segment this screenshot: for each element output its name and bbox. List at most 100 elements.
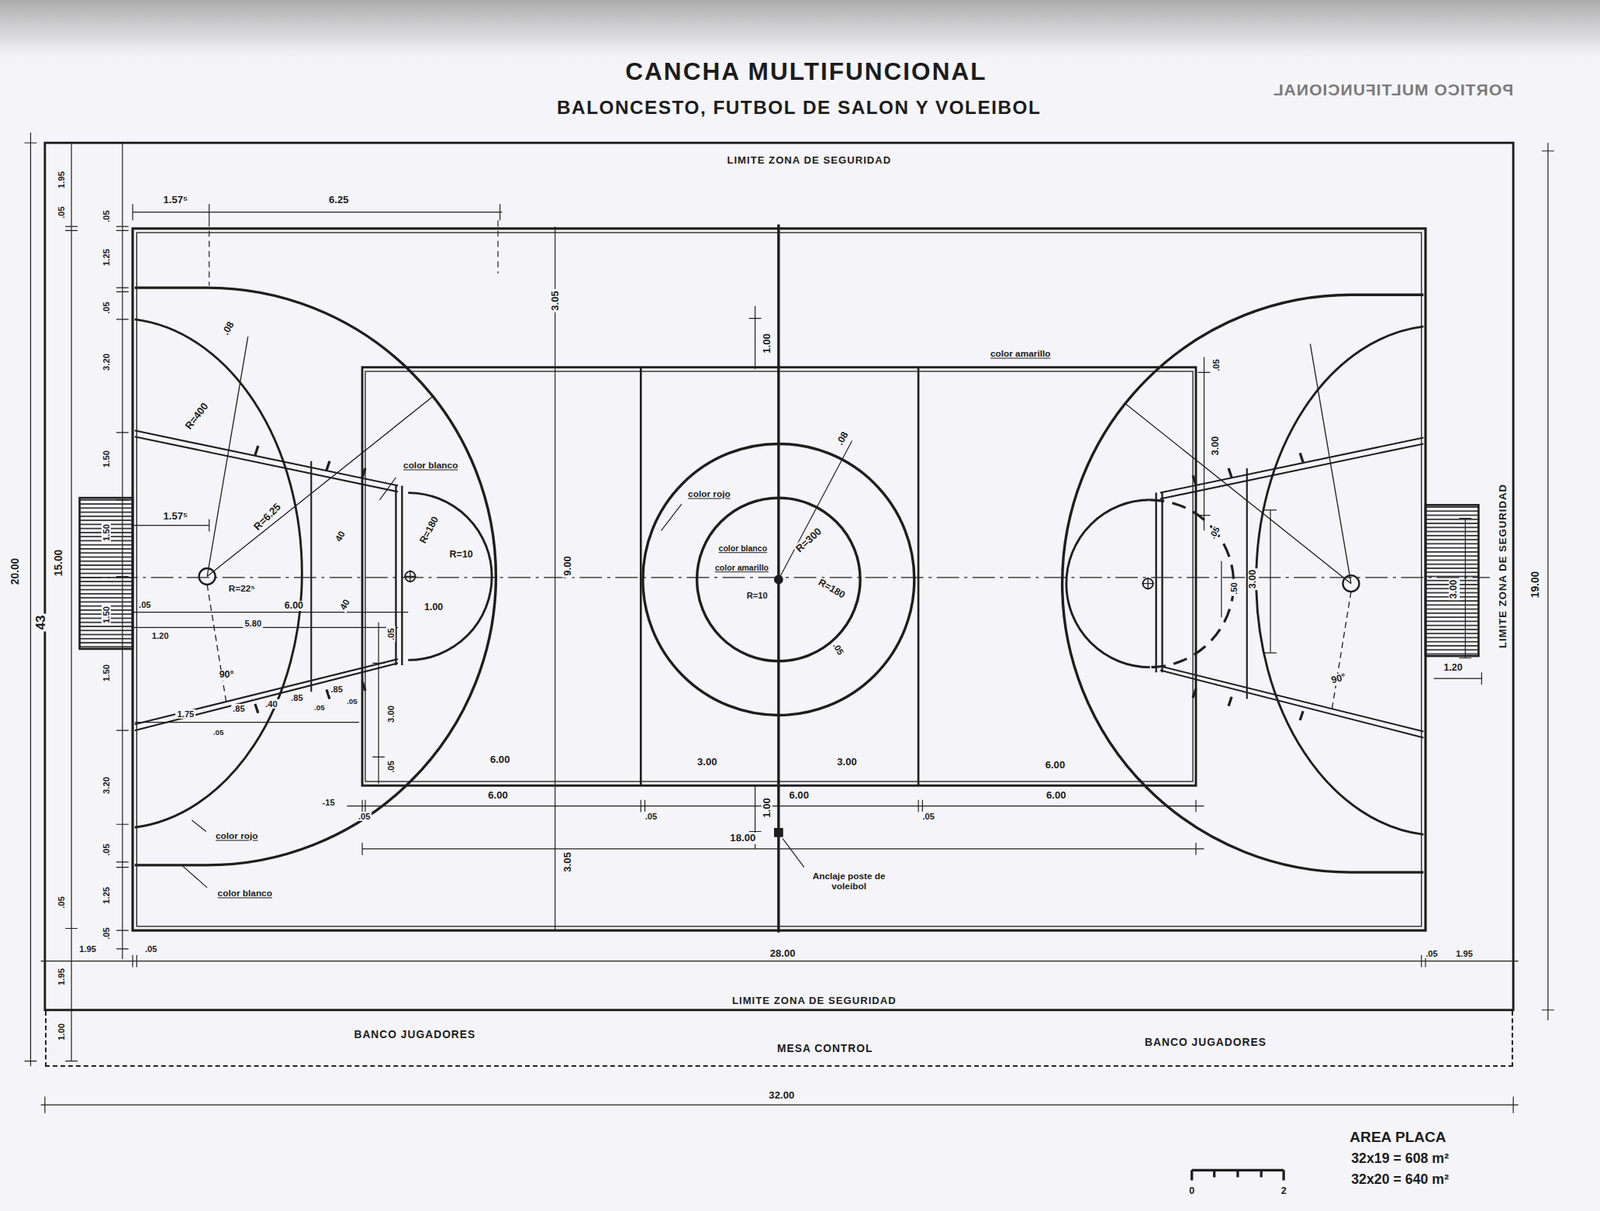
dimension-label: .08 [219, 318, 238, 339]
dimension-label: 1.57⁵ [161, 511, 190, 522]
area-value: 32x20 = 640 m² [1349, 1172, 1451, 1189]
three-point-line [134, 287, 497, 866]
dimension-label: .05 [356, 811, 373, 821]
dimension-lines [24, 132, 1555, 1181]
dimension-label: 3.05 [549, 289, 561, 313]
leader-line [181, 440, 852, 888]
dimension-label: 32.00 [767, 1090, 796, 1102]
dimension-label: 1.95 [56, 169, 66, 191]
basketball-half [79, 287, 497, 866]
dimension-label: .05 [312, 704, 327, 713]
dimension-line [1541, 142, 1555, 1021]
dimension-line [554, 226, 556, 931]
dimension-label: 90° [1328, 672, 1349, 688]
volleyball-anchor [774, 829, 784, 838]
dimension-label: 1.57⁵ [161, 194, 190, 206]
attack-lines [640, 367, 919, 787]
right-angle-line [207, 584, 227, 705]
dimension-label: 43 [33, 613, 49, 632]
dimension-label: 1.50 [101, 604, 111, 626]
red-arc [134, 319, 303, 828]
dimension-label: .05 [830, 639, 847, 658]
dimension-label: 6.00 [283, 601, 305, 612]
dimension-label: 3.20 [101, 775, 111, 796]
dimension-label: .05 [643, 811, 660, 821]
dimension-line [362, 843, 1204, 856]
dimension-label: .85 [231, 704, 247, 714]
axis-line [79, 577, 1490, 578]
dimension-label: .05 [1423, 949, 1440, 959]
dimension-label: 1.20 [1441, 663, 1464, 674]
dimension-label: 5.80 [242, 618, 263, 629]
scale-number: 2 [1279, 1186, 1289, 1198]
dimension-line [346, 800, 1204, 813]
dimension-label: .05 [143, 943, 159, 954]
dimension-label: 90° [217, 670, 236, 681]
bench-label: MESA CONTROL [775, 1043, 875, 1055]
color-note: color blanco [717, 544, 770, 554]
dimension-label: 6.25 [327, 194, 351, 206]
dimension-label: 3.20 [101, 352, 111, 373]
dimension-label: R=400 [182, 399, 212, 433]
bench-strip: BANCO JUGADORES MESA CONTROL BANCO JUGADOR… [44, 1011, 1514, 1068]
center-circle-inner [697, 497, 861, 662]
volleyball-court [362, 367, 1196, 787]
dimension-label: 3.00 [835, 756, 859, 768]
dimension-label: 3.00 [1210, 435, 1222, 457]
center-cross [404, 570, 417, 584]
area-heading: AREA PLACA [1347, 1128, 1448, 1145]
dimension-label: .05 [101, 300, 111, 317]
bench-label: BANCO JUGADORES [1143, 1036, 1269, 1049]
dimension-label: 1.95 [56, 967, 66, 989]
dimension-label: R=10 [448, 549, 475, 561]
volleyball-court-inner [365, 371, 1193, 782]
dimension-label: R=180 [815, 577, 849, 602]
dimension-label: .05 [921, 811, 937, 821]
area-value: 32x19 = 608 m² [1349, 1151, 1451, 1168]
dimension-label: .05 [386, 760, 396, 776]
dimension-label: 1.25 [101, 247, 111, 268]
zone-label: LIMITE ZONA DE SEGURIDAD [725, 154, 893, 166]
title: CANCHA MULTIFUNCIONAL [623, 58, 989, 86]
dimension-label: 1.25 [101, 885, 111, 906]
color-note: color amarillo [713, 563, 771, 574]
dimension-label: .50 [1229, 580, 1239, 597]
free-throw-arc [407, 493, 492, 661]
free-throw-line [395, 485, 402, 666]
scale-number: 0 [1187, 1186, 1196, 1198]
dimension-line [1198, 357, 1483, 685]
bench-label: BANCO JUGADORES [352, 1029, 477, 1042]
dimension-label: .08 [833, 428, 852, 449]
dimension-label: 1.50 [101, 522, 111, 543]
dimension-label: 3.00 [695, 756, 719, 768]
dimension-label: 1.75 [176, 709, 197, 719]
dimension-label: 1.95 [1454, 949, 1475, 959]
dimension-label: 9.00 [561, 554, 573, 578]
dimension-label: R=180 [417, 514, 442, 548]
color-note: color rojo [686, 490, 733, 501]
dimension-label: 1.95 [77, 943, 98, 954]
dimension-label: 1.20 [150, 631, 171, 641]
dimension-line [116, 142, 129, 960]
dimension-line [372, 622, 385, 785]
dimension-label: 3.00 [386, 704, 396, 725]
dimension-label: 1.00 [56, 1022, 66, 1044]
dimension-label: .05 [386, 627, 396, 643]
dimension-line [24, 132, 38, 1067]
radius-leaders [207, 336, 434, 577]
dimension-label: 1.00 [761, 796, 773, 820]
dimension-label: 1.00 [761, 332, 773, 356]
dimension-label: 40 [333, 528, 350, 545]
watermark: PORTICO MULTIFUNCIONAL [1271, 80, 1515, 99]
dimension-label: .05 [101, 208, 111, 225]
dimension-label: .05 [56, 895, 66, 912]
dimension-line [65, 142, 78, 1061]
dimension-label: 40 [337, 597, 353, 614]
dimension-label: 19.00 [1530, 570, 1542, 601]
dimension-label: .40 [263, 699, 280, 709]
color-note: color blanco [401, 461, 460, 472]
anchor-note: Anclaje poste de voleibol [800, 871, 898, 892]
dimension-line [132, 203, 502, 221]
dimension-label: .05 [137, 600, 153, 610]
